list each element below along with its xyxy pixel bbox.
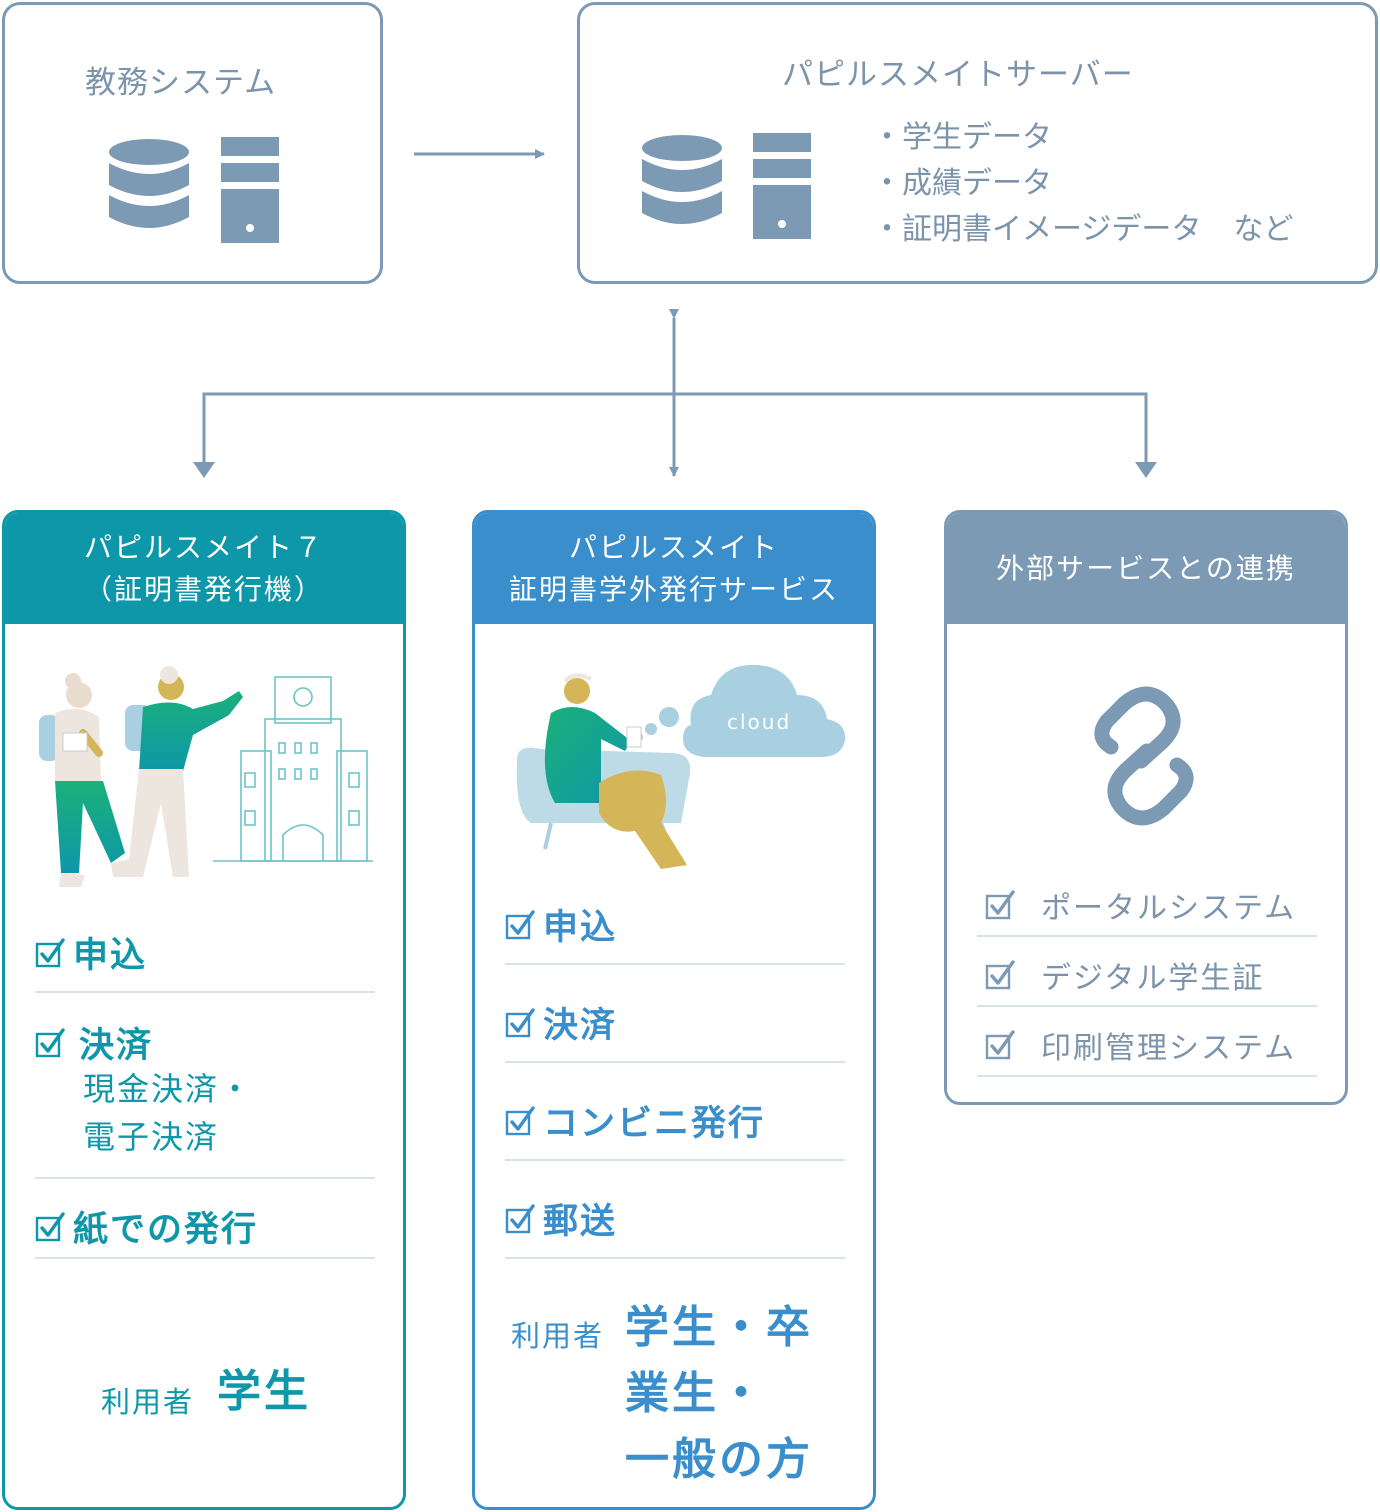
divider xyxy=(977,1075,1317,1077)
divider xyxy=(35,1177,375,1179)
server-data-list: ・学生データ ・成績データ ・証明書イメージデータなど xyxy=(872,115,1293,253)
checkbox-icon xyxy=(35,1212,65,1242)
external-item-print-management: 印刷管理システム xyxy=(985,1023,1296,1067)
link-chain-icon xyxy=(1094,686,1194,826)
user-label: 利用者 xyxy=(511,1319,605,1353)
checkbox-icon xyxy=(985,890,1015,920)
checkbox-icon xyxy=(985,1030,1015,1060)
checkbox-icon xyxy=(505,1106,535,1136)
divider xyxy=(35,991,375,993)
branch-line-left xyxy=(202,392,1148,476)
checklist-item-apply: 申込 xyxy=(505,899,617,950)
connector-lines xyxy=(193,309,1157,478)
server-icon xyxy=(221,137,279,243)
user-value: 学生 xyxy=(217,1366,311,1417)
database-icon xyxy=(107,137,191,245)
server-bullet: ・証明書イメージデータなど xyxy=(872,212,1294,247)
divider xyxy=(505,1061,845,1063)
card-title-line: パピルスメイト xyxy=(568,530,779,564)
external-item-digital-id: デジタル学生証 xyxy=(985,953,1264,997)
kyomu-system-box: 教務システム xyxy=(2,2,383,284)
divider xyxy=(505,1257,845,1259)
divider xyxy=(977,1005,1317,1007)
person-sofa-illustration xyxy=(516,664,846,869)
server-box: パピルスメイトサーバー ・学生データ ・成績データ ・証明書イメージデータなど xyxy=(577,2,1378,284)
card-title-line: パピルスメイト７ xyxy=(83,530,324,564)
card-header: パピルスメイト７ （証明書発行機） xyxy=(5,513,403,624)
cloud-icon xyxy=(683,664,846,757)
user-label: 利用者 xyxy=(101,1385,195,1419)
card-header: 外部サービスとの連携 xyxy=(947,513,1345,624)
divider xyxy=(977,935,1317,937)
card-header: パピルスメイト 証明書学外発行サービス xyxy=(475,513,873,624)
checkbox-icon xyxy=(35,938,65,968)
divider xyxy=(35,1257,375,1259)
database-icon xyxy=(640,133,724,241)
arrow-head-right xyxy=(1135,462,1157,478)
divider xyxy=(505,1159,845,1161)
card-external-services: 外部サービスとの連携 ポータルシステム デジタル学生証 印刷管理システム xyxy=(944,510,1348,1105)
server-title: パピルスメイトサーバー xyxy=(782,57,1134,93)
server-bullet: ・学生データ xyxy=(872,120,1052,155)
checklist-item-apply: 申込 xyxy=(35,927,147,978)
card-offcampus-service: パピルスメイト 証明書学外発行サービス cloud 申込 決済 コンビニ発 xyxy=(472,510,876,1510)
user-value: 学生・卒 業生・ 一般の方 xyxy=(625,1302,813,1485)
checkbox-icon xyxy=(985,960,1015,990)
card-papyrus-mate-7: パピルスメイト７ （証明書発行機） xyxy=(2,510,406,1510)
arrow-right-icon xyxy=(414,149,545,159)
checkbox-icon xyxy=(505,1204,535,1234)
checklist-item-convenience-store: コンビニ発行 xyxy=(505,1095,765,1146)
card-title-line: 証明書学外発行サービス xyxy=(508,572,839,606)
payment-detail: 現金決済・ 電子決済 xyxy=(83,1070,254,1156)
external-item-portal: ポータルシステム xyxy=(985,883,1296,927)
checklist-item-payment: 決済 xyxy=(505,997,617,1048)
checklist-item-mail: 郵送 xyxy=(505,1193,617,1244)
checklist-item-paper-issue: 紙での発行 xyxy=(35,1201,258,1252)
card-title: 外部サービスとの連携 xyxy=(996,551,1296,585)
server-icon xyxy=(753,133,811,239)
students-illustration xyxy=(39,666,373,887)
card-title-line: （証明書発行機） xyxy=(83,572,324,606)
checklist-item-payment: 決済 xyxy=(35,1017,153,1068)
divider xyxy=(505,963,845,965)
checkbox-icon xyxy=(505,910,535,940)
arrow-head-left xyxy=(193,462,215,478)
kyomu-system-title: 教務システム xyxy=(85,65,277,101)
server-bullet: ・成績データ xyxy=(872,166,1052,201)
cloud-label: cloud xyxy=(727,710,792,734)
checkbox-icon xyxy=(505,1008,535,1038)
checkbox-icon xyxy=(35,1028,65,1058)
